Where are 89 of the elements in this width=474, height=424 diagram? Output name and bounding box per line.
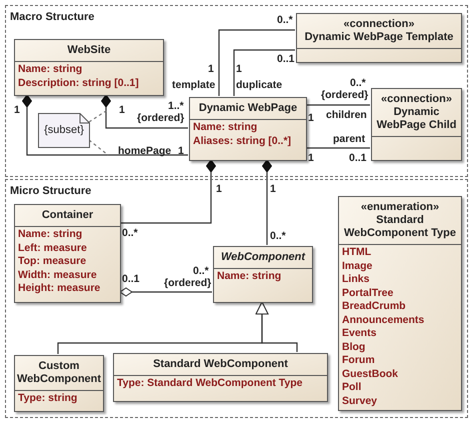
attribute-text: Type: string — [18, 392, 78, 406]
attribute-text: Left: measure — [18, 242, 87, 255]
package-frame — [5, 5, 468, 177]
multiplicity-label: 1 — [208, 63, 214, 75]
multiplicity-label: {ordered} — [321, 89, 368, 101]
attribute-text: Type: Standard WebComponent Type — [117, 377, 303, 390]
attribute-text: Name: string — [217, 270, 282, 284]
multiplicity-label: duplicate — [236, 79, 282, 91]
multiplicity-label: template — [172, 79, 216, 91]
class-name: Dynamic WebPage — [198, 102, 298, 115]
attribute-text: Aliases: string [0..*] — [193, 134, 292, 148]
multiplicity-label: {ordered} — [164, 277, 212, 289]
class-box — [213, 246, 313, 303]
package-title: Macro Structure — [10, 10, 94, 25]
class-name: WebComponent — [220, 251, 306, 264]
multiplicity-label: 0..* — [277, 14, 293, 26]
class-name: Standard WebComponent — [153, 358, 288, 371]
multiplicity-label: 1 — [308, 152, 314, 164]
attribute-text: Name: string — [18, 63, 82, 76]
stereotype-label: «connection» — [381, 93, 452, 106]
class-name: WebSite — [67, 44, 111, 57]
note-text: {subset} — [44, 123, 84, 138]
enum-literal: Announcements — [342, 314, 424, 327]
attribute-text: Width: measure — [18, 268, 97, 282]
multiplicity-label: 0..* — [350, 77, 366, 89]
enum-literal: GuestBook — [342, 368, 398, 381]
multiplicity-label: 1..* — [168, 100, 184, 112]
class-name: Container — [42, 209, 94, 222]
attribute-text: Top: measure — [18, 255, 86, 268]
association-line — [306, 104, 370, 106]
multiplicity-label: 1 — [216, 183, 222, 195]
multiplicity-label: 0..1 — [277, 53, 295, 65]
package-frame — [5, 179, 468, 418]
enum-literal: PortalTree — [342, 286, 394, 300]
stereotype-label: «enumeration» — [360, 201, 440, 214]
attribute-text: Height: measure — [18, 282, 100, 296]
enum-literal: Links — [342, 273, 370, 286]
attribute-text: Name: string — [18, 228, 82, 242]
attribute-text: Name: string — [193, 121, 258, 134]
enum-literal: Blog — [342, 340, 366, 354]
class-box — [14, 355, 104, 412]
class-box — [14, 204, 121, 303]
stereotype-label: «connection» — [344, 18, 414, 31]
class-box — [113, 353, 328, 402]
enum-literal: Events — [342, 327, 376, 340]
aggregation-line — [120, 288, 212, 296]
association-line — [306, 147, 370, 149]
association-line — [233, 49, 295, 96]
multiplicity-label: 1 — [119, 104, 125, 116]
class-box — [14, 39, 164, 96]
package-title: Micro Structure — [10, 184, 92, 199]
enum-literal: BreadCrumb — [342, 300, 406, 314]
attribute-text: Description: string [0..1] — [18, 76, 139, 90]
class-box — [338, 196, 462, 411]
multiplicity-label: 0..* — [193, 265, 209, 277]
class-box — [371, 88, 462, 161]
multiplicity-label: 1 — [308, 112, 314, 124]
multiplicity-label: parent — [333, 133, 366, 145]
note-link — [88, 110, 106, 122]
class-name: Dynamic WebPage Child — [376, 106, 458, 132]
enum-literal: Forum — [342, 354, 375, 368]
composition-line — [120, 160, 216, 224]
enum-literal: Image — [342, 260, 372, 273]
multiplicity-label: 1 — [178, 145, 184, 157]
class-box — [296, 13, 462, 63]
association-line — [218, 29, 295, 96]
note-link — [88, 140, 108, 156]
multiplicity-label: 0..* — [122, 227, 138, 239]
class-name: Dynamic WebPage Template — [304, 31, 454, 44]
class-box — [189, 97, 307, 161]
multiplicity-label: homePage — [118, 145, 172, 157]
multiplicity-label: 1 — [236, 63, 242, 75]
enum-literal: Survey — [342, 394, 378, 408]
composition-line — [262, 160, 272, 245]
enum-literal: Poll — [342, 381, 362, 394]
enum-literal: HTML — [342, 246, 372, 260]
class-name: Standard WebComponent Type — [342, 214, 458, 240]
composition-line — [22, 94, 188, 156]
multiplicity-label: 1 — [270, 183, 276, 195]
multiplicity-label: 1 — [14, 104, 20, 116]
multiplicity-label: 0..1 — [122, 273, 140, 285]
class-name: Custom WebComponent — [16, 360, 102, 386]
note-box — [38, 113, 90, 148]
multiplicity-label: children — [326, 109, 367, 121]
multiplicity-label: 0..1 — [349, 152, 367, 164]
composition-line — [101, 94, 188, 129]
generalization-arrow — [256, 302, 298, 352]
multiplicity-label: 0..* — [270, 230, 286, 242]
multiplicity-label: {ordered} — [137, 112, 184, 124]
